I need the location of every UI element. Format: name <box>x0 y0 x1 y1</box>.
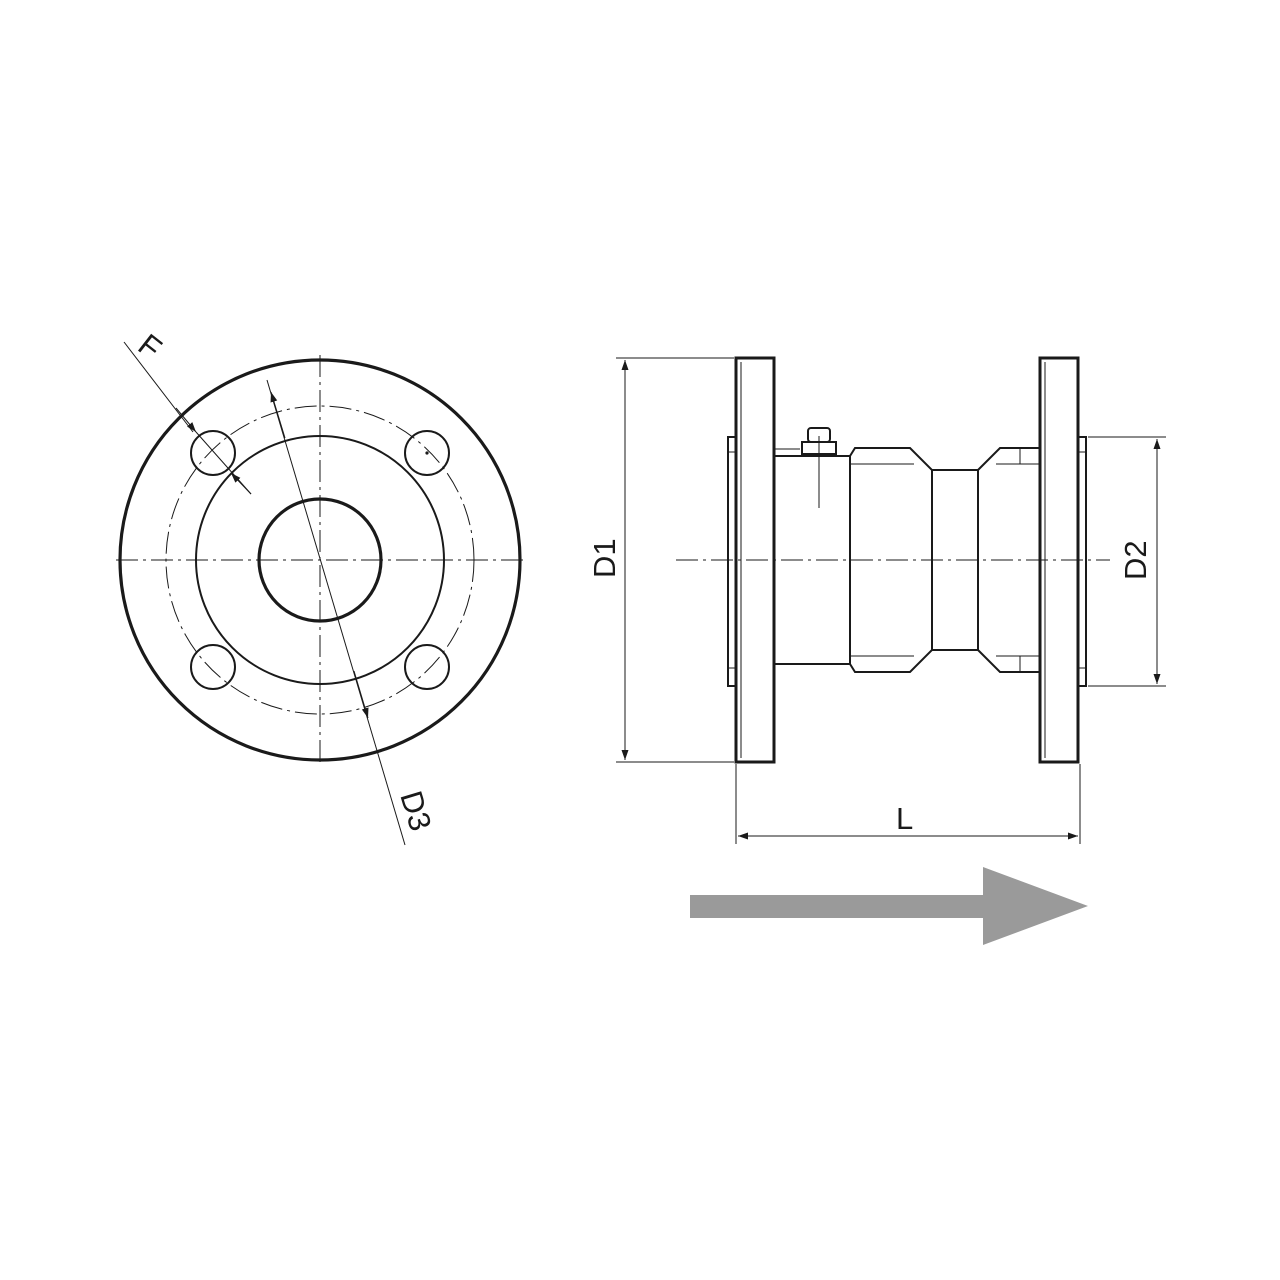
bolt-hole-top-right <box>404 430 450 476</box>
bolt-hole-bottom-left <box>190 644 236 690</box>
bolt-hole-center-mark <box>425 451 429 455</box>
left-raised-face <box>727 436 737 687</box>
flow-direction-arrow <box>690 867 1088 945</box>
raised-face-circle <box>195 435 445 685</box>
bolt-hole-top-left <box>190 430 236 476</box>
f-arrow-lower <box>230 472 252 495</box>
d3-dimension-line <box>266 379 406 846</box>
flange-end-view <box>116 341 526 846</box>
valve-side-view <box>616 356 1166 844</box>
d1-label: D1 <box>587 538 622 578</box>
right-raised-face <box>1077 436 1087 687</box>
body-right <box>977 447 1040 673</box>
d2-label: D2 <box>1118 540 1153 580</box>
flange-outer-circle <box>118 358 522 762</box>
d3-arrow-upper <box>270 391 286 439</box>
bolt-hole-bottom-right <box>404 644 450 690</box>
d3-arrow-lower <box>353 670 369 719</box>
bolt-circle <box>165 405 475 715</box>
bore-circle <box>257 497 383 623</box>
f-label: F <box>132 327 168 366</box>
f-arrow-upper <box>175 407 197 433</box>
f-leader-line <box>123 341 194 433</box>
l-label: L <box>896 801 913 836</box>
